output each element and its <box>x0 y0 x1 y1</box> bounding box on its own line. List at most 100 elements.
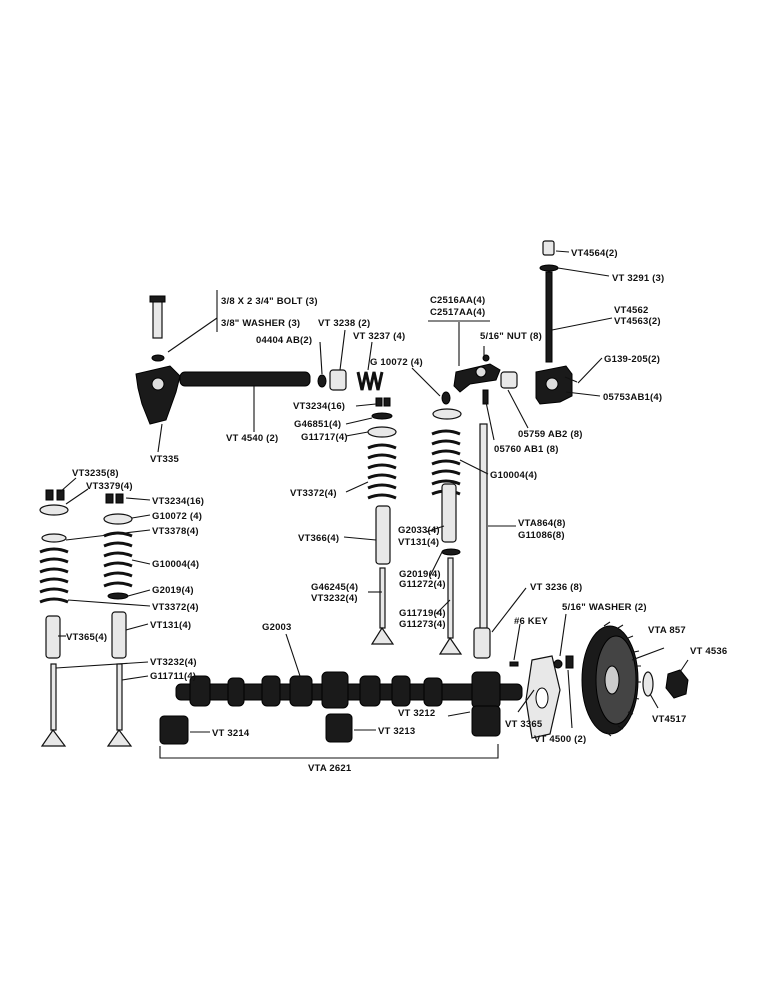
shaft-spring <box>356 371 384 391</box>
label-g11086: G11086(8) <box>518 530 565 541</box>
label-vta857: VTA 857 <box>648 625 686 636</box>
rocker-bushing <box>500 371 518 389</box>
valve-lock-keys-mid <box>375 397 391 407</box>
valve-left-2 <box>106 663 133 747</box>
spring-seat-left-1 <box>41 533 67 543</box>
bracket-bolt <box>149 295 166 362</box>
label-vt4517: VT4517 <box>652 714 686 725</box>
part-labels: VT4564(2) VT 3291 (3) VT4562 VT4563(2) G… <box>66 248 727 774</box>
label-vt3232-mid: VT3232(4) <box>311 593 358 604</box>
spring-cap-right <box>441 391 451 405</box>
leader-lines <box>55 250 689 759</box>
label-g46851: G46851(4) <box>294 419 341 430</box>
label-g2003: G2003 <box>262 622 292 633</box>
label-vt4536: VT 4536 <box>690 646 727 657</box>
rocker-arm <box>453 354 501 405</box>
label-vt3238: VT 3238 (2) <box>318 318 370 329</box>
spring-seat-right <box>441 548 461 556</box>
label-g11719: G11719(4) <box>399 608 446 619</box>
label-c2516: C2516AA(4) <box>430 295 485 306</box>
label-vt3372-mid: VT3372(4) <box>290 488 337 499</box>
label-vt3234-left: VT3234(16) <box>152 496 204 507</box>
label-vt335: VT335 <box>150 454 180 465</box>
valve-guide-mid <box>375 505 391 565</box>
thrust-plate-hole <box>535 687 549 709</box>
camshaft-bearing-1 <box>159 715 189 745</box>
label-g10072-top: G 10072 (4) <box>370 357 423 368</box>
label-bolt-size: 3/8 X 2 3/4" BOLT (3) <box>221 296 318 307</box>
spring-retainer-left-2 <box>103 513 133 525</box>
label-vt3212: VT 3212 <box>398 708 435 719</box>
washer-small <box>553 659 563 669</box>
spring-retainer-left-1 <box>39 504 69 516</box>
label-vt3378: VT3378(4) <box>152 526 199 537</box>
label-washer-size: 3/8" WASHER (3) <box>221 318 300 329</box>
label-vt3214: VT 3214 <box>212 728 250 739</box>
label-g11717: G11717(4) <box>301 432 348 443</box>
label-vt4563: VT4563(2) <box>614 316 661 327</box>
woodruff-key <box>509 661 519 667</box>
label-vta2621: VTA 2621 <box>308 763 352 774</box>
valve-guide-right <box>441 483 457 543</box>
valve-spring-left-2 <box>103 531 133 588</box>
spring-seat-left-2 <box>107 592 129 600</box>
label-vt4562: VT4562 <box>614 305 648 316</box>
label-washer2: 5/16" WASHER (2) <box>562 602 647 613</box>
label-05759: 05759 AB2 (8) <box>518 429 583 440</box>
shaft-spacer <box>329 369 347 391</box>
valve-guide-left-2 <box>111 611 127 659</box>
label-vt3236: VT 3236 (8) <box>530 582 582 593</box>
valve-mid <box>370 567 395 645</box>
tappet <box>473 627 491 659</box>
label-vt4564: VT4564(2) <box>571 248 618 259</box>
label-vt3379: VT3379(4) <box>86 481 133 492</box>
label-g2019-left: G2019(4) <box>152 585 194 596</box>
camshaft <box>175 671 523 709</box>
valve-right <box>438 557 463 655</box>
valve-spring-left-1 <box>39 547 69 604</box>
label-g2019-mid: G2019(4) <box>399 569 441 580</box>
long-stud <box>545 271 553 363</box>
camshaft-gear <box>581 621 641 737</box>
label-g11272: G11272(4) <box>399 579 446 590</box>
label-g11273: G11273(4) <box>399 619 446 630</box>
shaft-plug <box>317 374 327 388</box>
camshaft-bearing-3 <box>471 705 501 737</box>
label-05760: 05760 AB1 (8) <box>494 444 559 455</box>
label-vt3237: VT 3237 (4) <box>353 331 405 342</box>
label-vt365: VT365(4) <box>66 632 107 643</box>
label-c2517: C2517AA(4) <box>430 307 485 318</box>
pushrod <box>479 423 488 645</box>
thrust-plate-bolt <box>565 655 574 669</box>
label-vt3235: VT3235(8) <box>72 468 119 479</box>
label-vt131-left: VT131(4) <box>150 620 191 631</box>
label-g46245: G46245(4) <box>311 582 358 593</box>
gear-nut <box>665 669 689 699</box>
tappet-cap <box>539 240 559 272</box>
spring-retainer-mid <box>371 412 393 420</box>
label-g10004-left: G10004(4) <box>152 559 199 570</box>
rocker-bracket-right <box>535 365 578 405</box>
label-g10072-left: G10072 (4) <box>152 511 202 522</box>
rocker-bracket-left <box>135 365 181 425</box>
label-nut: 5/16" NUT (8) <box>480 331 542 342</box>
camshaft-bearing-2 <box>325 713 353 743</box>
label-vt131-mid: VT131(4) <box>398 537 439 548</box>
spring-cap-mid <box>367 426 397 438</box>
label-04404: 04404 AB(2) <box>256 335 312 346</box>
label-vt3291: VT 3291 (3) <box>612 273 664 284</box>
label-vt3365: VT 3365 <box>505 719 543 730</box>
label-vta864: VTA864(8) <box>518 518 566 529</box>
label-key: #6 KEY <box>514 616 548 627</box>
valve-guide-left-1 <box>45 615 61 659</box>
label-05753: 05753AB1(4) <box>603 392 662 403</box>
label-g10004-right: G10004(4) <box>490 470 537 481</box>
label-g139: G139-205(2) <box>604 354 660 365</box>
valve-left-1 <box>40 663 67 747</box>
label-g11711: G11711(4) <box>150 671 196 682</box>
valve-spring-right <box>431 429 461 496</box>
valve-spring-mid <box>367 443 397 500</box>
label-vt4540: VT 4540 (2) <box>226 433 278 444</box>
label-vt3213: VT 3213 <box>378 726 415 737</box>
